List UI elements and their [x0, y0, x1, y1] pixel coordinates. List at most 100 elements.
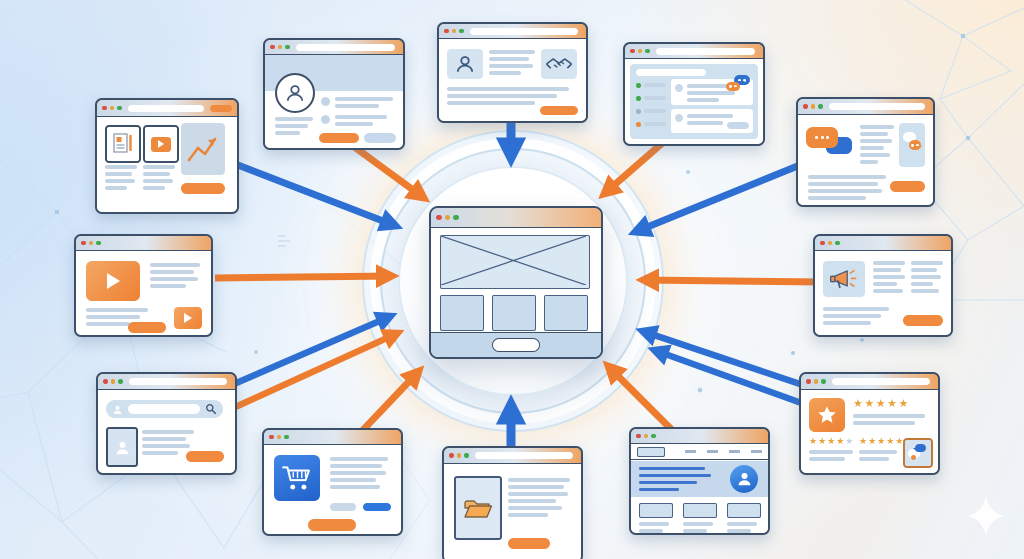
browser-window-company-site — [629, 427, 770, 535]
central-website-window — [429, 206, 603, 359]
image-placeholder — [492, 295, 536, 331]
text-block — [150, 263, 200, 291]
text-block — [639, 466, 711, 495]
play-icon — [184, 313, 192, 323]
browser-window-media-site — [95, 98, 239, 214]
cta-button — [308, 519, 356, 531]
chat-bubble-blue-icon — [734, 75, 750, 85]
browser-window-partner-site — [437, 22, 588, 123]
text-block — [275, 117, 313, 138]
cart-tile — [274, 455, 320, 501]
window-titlebar — [801, 374, 938, 390]
chat-bubble-orange-icon — [909, 140, 922, 150]
person-icon — [738, 472, 750, 486]
image-placeholder — [639, 503, 673, 518]
nav-link — [685, 450, 696, 453]
media-folder-tile — [143, 125, 179, 163]
cta-button — [903, 315, 943, 326]
content-column — [639, 503, 673, 533]
avatar — [675, 114, 683, 122]
dot-green-icon — [459, 28, 464, 34]
hero-banner — [631, 460, 768, 497]
avatar — [730, 464, 758, 493]
status-bullet — [636, 122, 641, 127]
dot-yellow-icon — [643, 433, 648, 439]
nav-link — [729, 450, 740, 453]
text-block — [809, 450, 853, 464]
url-bar — [474, 452, 573, 459]
article-tile — [105, 125, 141, 163]
text-block — [142, 430, 194, 458]
star-icon — [818, 406, 836, 423]
dot-yellow-icon — [827, 240, 832, 246]
dot-red-icon — [103, 379, 108, 384]
window-titlebar — [264, 430, 401, 445]
browser-window-shop-site — [262, 428, 403, 536]
person-icon — [116, 441, 128, 454]
dot-green-icon — [453, 214, 459, 221]
image-placeholder — [683, 503, 717, 518]
text-block — [143, 165, 175, 193]
dot-red-icon — [81, 240, 86, 246]
dot-yellow-icon — [456, 453, 461, 458]
folder-icon — [464, 500, 493, 518]
text-block — [86, 308, 148, 329]
star-rating: ★★★★★ — [859, 437, 905, 447]
text-block — [489, 50, 535, 78]
cta-button — [890, 181, 925, 192]
image-placeholder — [727, 503, 761, 518]
handshake-icon — [545, 58, 573, 69]
chat-bubble-white-icon — [908, 449, 921, 458]
window-titlebar — [798, 99, 933, 115]
dot-red-icon — [449, 453, 454, 458]
dot-red-icon — [636, 433, 641, 439]
text-block — [859, 450, 897, 464]
nav-bar — [631, 444, 768, 460]
dot-green-icon — [96, 240, 101, 246]
text-block — [447, 87, 569, 108]
text-block — [687, 84, 735, 105]
cta-button — [319, 133, 359, 143]
handshake-tile — [541, 49, 577, 79]
status-bullet — [636, 83, 641, 88]
browser-window-video-site — [74, 234, 213, 337]
window-titlebar — [815, 236, 951, 251]
text-block — [823, 307, 889, 328]
window-titlebar — [97, 100, 237, 117]
dot-red-icon — [269, 434, 274, 440]
nav-link — [751, 450, 762, 453]
browser-window-reviews-site: ★★★★★ ★★★★★ ★★★★★ — [799, 372, 940, 475]
text-block — [105, 165, 137, 193]
dot-green-icon — [818, 104, 823, 109]
search-bar — [106, 400, 223, 418]
person-icon — [286, 85, 304, 101]
url-bar — [828, 103, 925, 110]
logo-placeholder — [637, 447, 665, 457]
footer-pill — [492, 338, 540, 352]
person-icon — [113, 405, 122, 414]
announcement-tile — [823, 261, 865, 297]
video-player — [86, 261, 140, 301]
chat-bubble-orange-icon — [726, 82, 740, 91]
cta-button — [186, 451, 224, 462]
dot-yellow-icon — [88, 240, 93, 246]
star-rating: ★★★★★ — [853, 397, 910, 410]
video-thumbnail — [174, 307, 202, 329]
text-block — [911, 261, 943, 296]
dot-red-icon — [102, 105, 107, 111]
dot-green-icon — [835, 240, 840, 246]
cta-button — [508, 538, 550, 549]
person-icon — [456, 56, 474, 72]
dot-red-icon — [444, 28, 449, 34]
window-titlebar — [631, 429, 768, 444]
url-bar — [128, 378, 227, 385]
cta-button — [128, 322, 166, 333]
browser-window-chat-site — [796, 97, 935, 207]
star-rating: ★★★★★ — [809, 437, 855, 447]
dot-green-icon — [117, 105, 122, 111]
titlebar-button — [210, 104, 232, 112]
image-placeholder — [440, 295, 484, 331]
cta-button — [181, 183, 225, 194]
dot-yellow-icon — [110, 379, 115, 384]
